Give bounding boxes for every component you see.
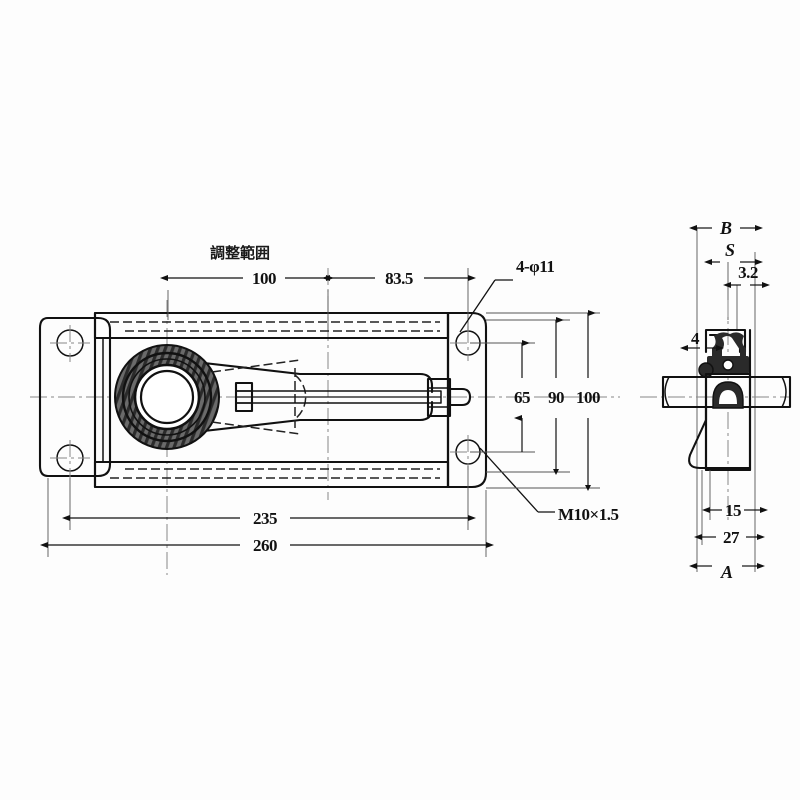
knob-tangent-hidden-top bbox=[211, 359, 301, 373]
tapered-arm-lower bbox=[158, 400, 434, 438]
dim-label-27: 27 bbox=[723, 528, 740, 547]
side-view: B S 3.2 4 bbox=[640, 218, 792, 582]
leader-holes-diagonal bbox=[459, 279, 496, 333]
dim-label-83-5: 83.5 bbox=[385, 269, 413, 288]
dim-label-100-right: 100 bbox=[576, 388, 600, 407]
leader-thread-diagonal bbox=[479, 447, 539, 513]
dim-label-S: S bbox=[725, 240, 735, 260]
tapered-arm-upper bbox=[158, 356, 434, 394]
dim-arrow-100r-bottom bbox=[585, 485, 591, 491]
dim-label-4: 4 bbox=[691, 329, 700, 348]
front-view: 100 83.5 調整範囲 4-φ11 M10×1.5 65 90 100 bbox=[30, 244, 620, 575]
dim-label-100-top: 100 bbox=[252, 269, 276, 288]
dim-arrow-90-bottom bbox=[553, 469, 559, 475]
knob-tangent-hidden-bottom bbox=[211, 421, 301, 435]
callout-label-thread: M10×1.5 bbox=[558, 505, 618, 524]
bracket-angled-leg bbox=[688, 406, 752, 470]
dim-label-235: 235 bbox=[253, 509, 277, 528]
inner-nut bbox=[234, 381, 254, 413]
dim-label-A: A bbox=[720, 562, 733, 582]
cross-shaft-body bbox=[661, 375, 792, 409]
dim-label-3-2: 3.2 bbox=[738, 263, 758, 282]
bracket-boss-bore bbox=[719, 390, 737, 404]
rod-end-cap bbox=[448, 387, 472, 407]
left-mounting-plate bbox=[38, 316, 112, 478]
knurled-knob-ring-1 bbox=[121, 351, 213, 443]
cross-shaft-left-end bbox=[664, 376, 670, 408]
arm-pivot-hidden-arc bbox=[294, 374, 307, 420]
dim-label-B: B bbox=[719, 218, 732, 238]
cross-shaft-right-end bbox=[781, 376, 787, 408]
label-adjustment-range: 調整範囲 bbox=[210, 244, 270, 262]
right-mounting-plate bbox=[446, 311, 488, 489]
knurled-knob-bore bbox=[139, 369, 195, 425]
callout-label-holes: 4-φ11 bbox=[516, 257, 554, 276]
dim-label-260: 260 bbox=[253, 536, 277, 555]
dim-label-90: 90 bbox=[548, 388, 564, 407]
clamp-pivot-hole bbox=[722, 359, 734, 371]
dim-label-15: 15 bbox=[725, 501, 741, 520]
dim-label-65: 65 bbox=[514, 388, 530, 407]
